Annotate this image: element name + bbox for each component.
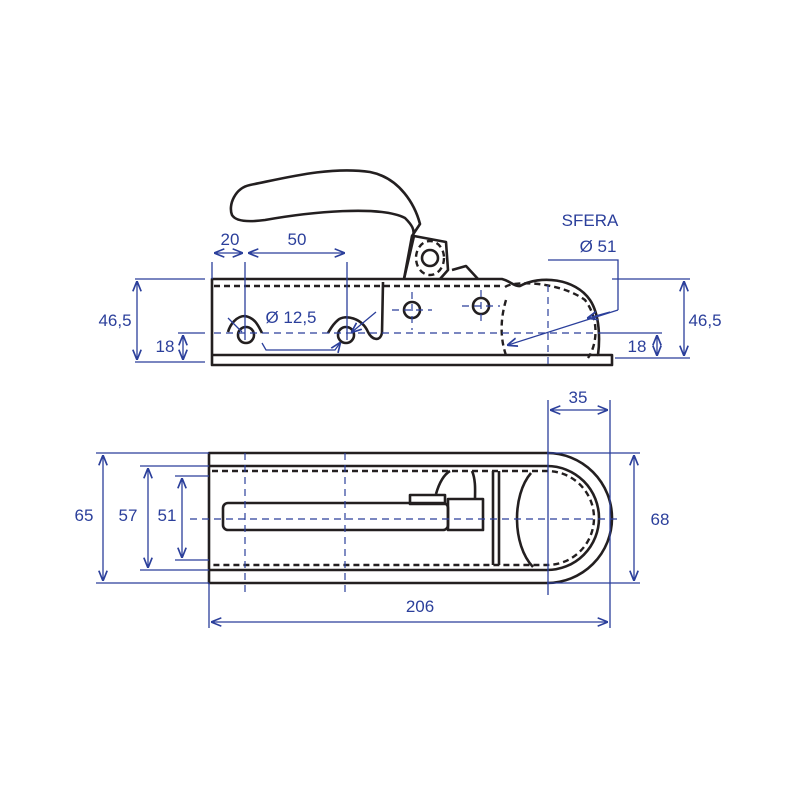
- dim-inner-width: 51: [157, 506, 177, 525]
- latch-block: [446, 497, 485, 532]
- dim-total-length: 206: [405, 597, 435, 616]
- bolt-hole-2: [336, 325, 356, 345]
- lever-slot: [221, 501, 450, 532]
- latch: [451, 264, 479, 280]
- dim-hole-spacing: 50: [287, 230, 307, 249]
- dim-height-left: 46,5: [98, 311, 132, 330]
- dim-outer-width: 65: [74, 506, 94, 525]
- dim-low-right: 18: [627, 337, 647, 356]
- lug-pin: [420, 248, 440, 268]
- handle: [229, 169, 422, 280]
- latch-spring: [434, 469, 477, 500]
- hole-diameter-label: Ø 12,5: [265, 308, 317, 327]
- latch-plate: [408, 493, 447, 506]
- inner-hidden: [212, 469, 596, 567]
- ball-diameter-label: Ø 51: [579, 237, 617, 256]
- dim-mid-width: 57: [118, 506, 138, 525]
- side-view: [135, 169, 690, 367]
- dim-low-left: 18: [155, 337, 175, 356]
- ball-cup-arc: [515, 472, 534, 568]
- inner-outline: [209, 464, 601, 572]
- dim-head-width: 68: [650, 510, 670, 529]
- bolt-hole-1: [236, 325, 256, 345]
- body-outline: [210, 277, 614, 367]
- top-outline: [207, 451, 614, 585]
- ball-label: SFERA: [561, 211, 619, 230]
- handle-lug: [402, 234, 450, 280]
- top-view: [96, 400, 640, 628]
- lug-pin-hidden: [414, 239, 446, 277]
- ball-hidden: [500, 282, 597, 359]
- dim-ball-offset: 35: [568, 388, 588, 407]
- dim-height-right: 46,5: [688, 311, 722, 330]
- dim-hole-offset: 20: [220, 230, 240, 249]
